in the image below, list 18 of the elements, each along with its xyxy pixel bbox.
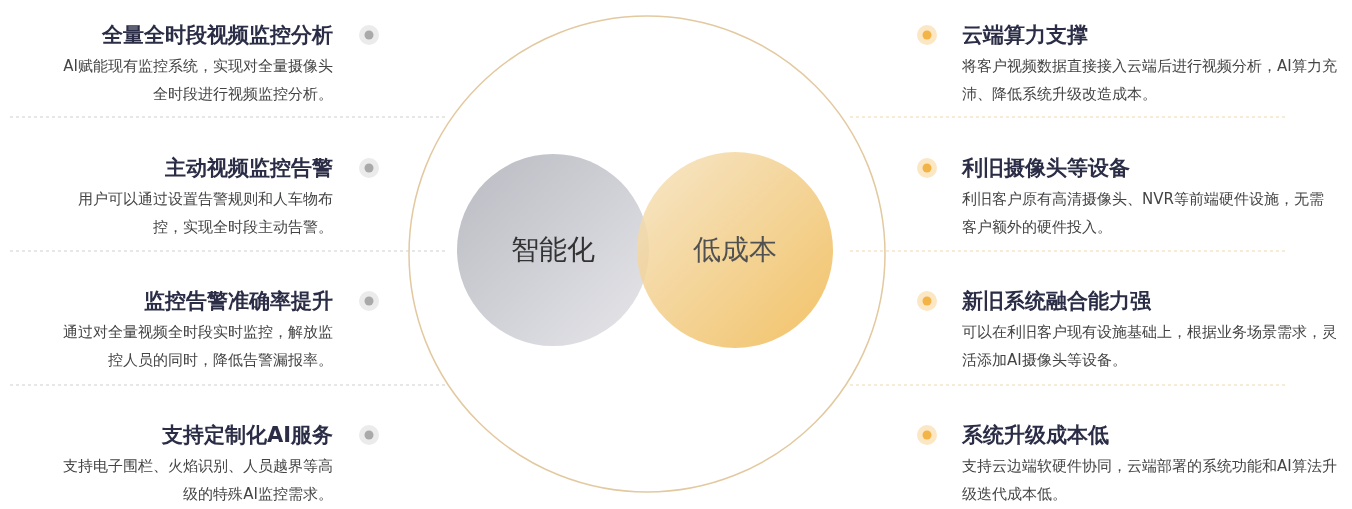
feature-heading: 云端算力支撑 xyxy=(962,22,1088,48)
feature-description: 支持电子围栏、火焰识别、人员越界等高级的特殊AI监控需求。 xyxy=(62,456,333,505)
circle-label: 智能化 xyxy=(511,232,595,268)
feature-description: 用户可以通过设置告警规则和人车物布控，实现全时段主动告警。 xyxy=(77,189,333,238)
feature-heading: 新旧系统融合能力强 xyxy=(962,288,1151,314)
feature-heading: 主动视频监控告警 xyxy=(165,155,333,181)
feature-heading: 支持定制化AI服务 xyxy=(161,422,333,448)
feature-description: 通过对全量视频全时段实时监控，解放监控人员的同时，降低告警漏报率。 xyxy=(62,322,333,371)
feature-description: 支持云边端软硬件协同，云端部署的系统功能和AI算法升级迭代成本低。 xyxy=(962,456,1337,505)
feature-description: 将客户视频数据直接接入云端后进行视频分析，AI算力充沛、降低系统升级改造成本。 xyxy=(962,56,1337,105)
feature-heading: 利旧摄像头等设备 xyxy=(962,155,1130,181)
feature-description: 可以在利旧客户现有设施基础上，根据业务场景需求，灵活添加AI摄像头等设备。 xyxy=(962,322,1337,371)
feature-heading: 全量全时段视频监控分析 xyxy=(102,22,333,48)
feature-heading: 系统升级成本低 xyxy=(962,422,1109,448)
feature-heading: 监控告警准确率提升 xyxy=(144,288,333,314)
feature-description: AI赋能现有监控系统，实现对全量摄像头全时段进行视频监控分析。 xyxy=(62,56,333,105)
circle-label: 低成本 xyxy=(693,232,777,268)
feature-description: 利旧客户原有高清摄像头、NVR等前端硬件设施，无需客户额外的硬件投入。 xyxy=(962,189,1325,238)
